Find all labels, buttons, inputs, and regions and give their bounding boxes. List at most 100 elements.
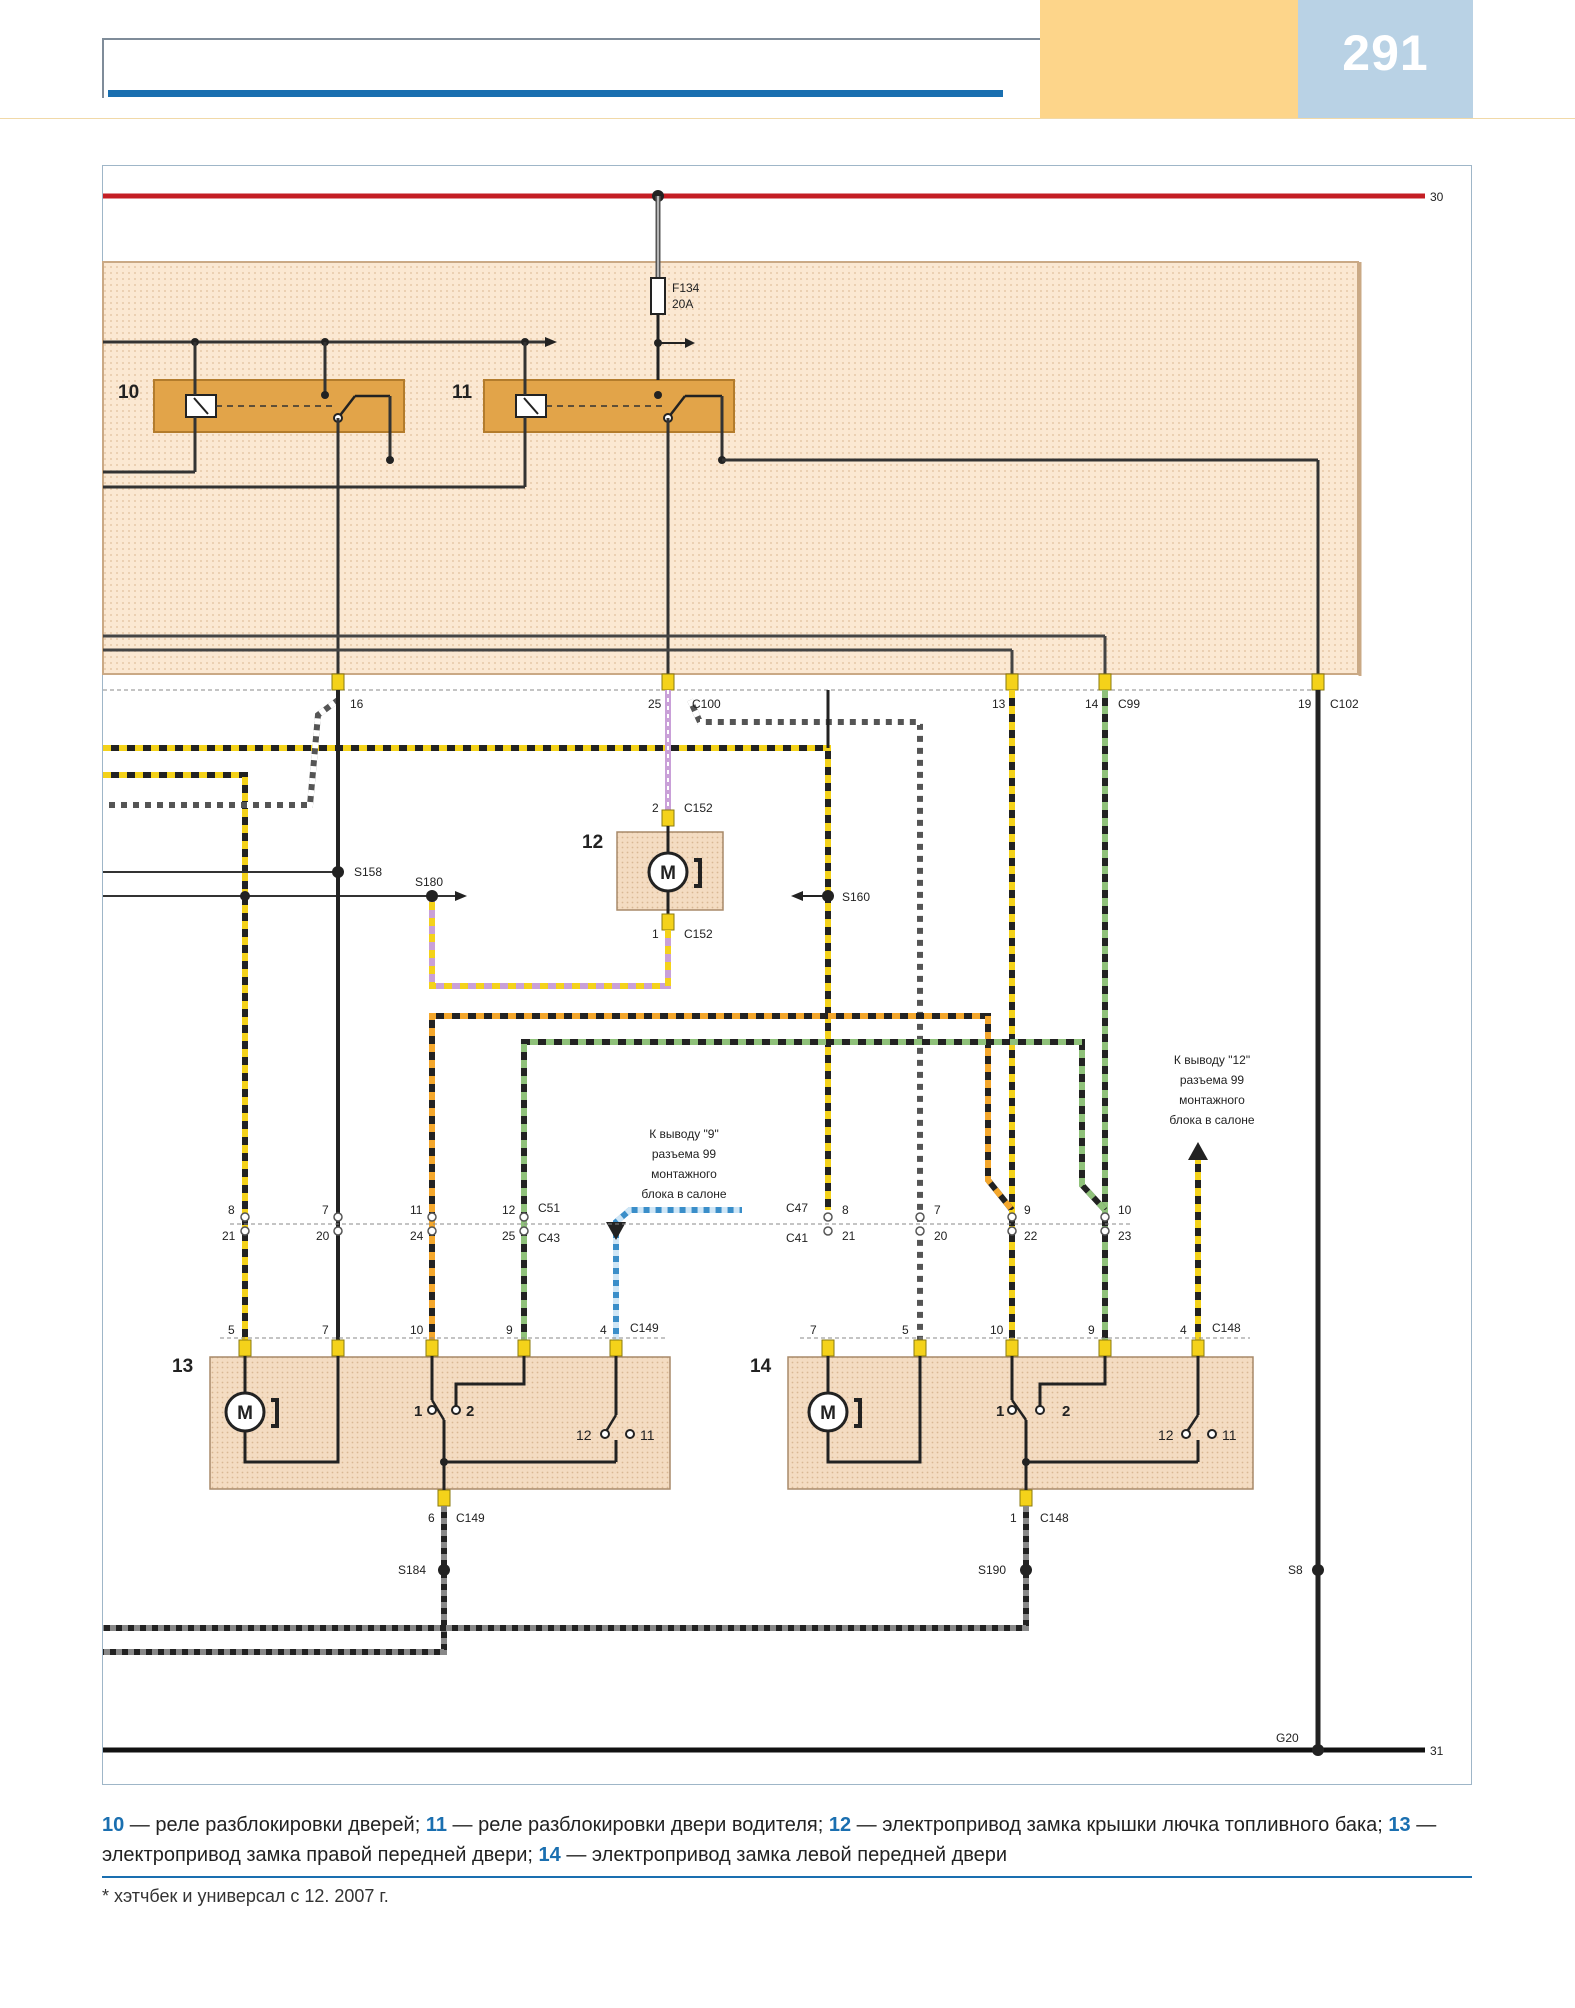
svg-text:19: 19 bbox=[1298, 697, 1312, 711]
connector-c51: C51 bbox=[538, 1201, 560, 1215]
svg-text:10: 10 bbox=[990, 1323, 1004, 1337]
splice-s184: S184 bbox=[398, 1563, 426, 1577]
svg-text:5: 5 bbox=[902, 1323, 909, 1337]
figure-caption: 10 — реле разблокировки дверей; 11 — рел… bbox=[102, 1814, 1437, 1866]
relay-11-label: 11 bbox=[452, 382, 473, 403]
svg-text:блока в салоне: блока в салоне bbox=[1169, 1113, 1254, 1127]
svg-text:блока в салоне: блока в салоне bbox=[641, 1187, 726, 1201]
svg-text:1: 1 bbox=[652, 927, 659, 941]
fuse-rating: 20A bbox=[672, 297, 693, 311]
header-rule-left bbox=[102, 38, 104, 98]
svg-text:11: 11 bbox=[640, 1427, 655, 1443]
svg-text:10: 10 bbox=[410, 1323, 424, 1337]
svg-text:12: 12 bbox=[1158, 1427, 1174, 1443]
connector-c148-top: C148 bbox=[1212, 1321, 1241, 1335]
svg-text:M: M bbox=[237, 1403, 253, 1424]
lock-13-label: 13 bbox=[172, 1356, 193, 1377]
svg-text:20: 20 bbox=[316, 1229, 330, 1243]
note-pin-9: К выводу "9" разъема 99 монтажного блока… bbox=[641, 1127, 726, 1201]
svg-text:9: 9 bbox=[1088, 1323, 1095, 1337]
caption-rule bbox=[102, 1876, 1472, 1878]
svg-text:4: 4 bbox=[600, 1323, 607, 1337]
svg-text:12: 12 bbox=[502, 1203, 516, 1217]
svg-text:4: 4 bbox=[1180, 1323, 1187, 1337]
note-pin-12: К выводу "12" разъема 99 монтажного блок… bbox=[1169, 1053, 1254, 1127]
connector-c43: C43 bbox=[538, 1231, 560, 1245]
svg-text:11: 11 bbox=[410, 1203, 423, 1217]
terminal-31-label: 31 bbox=[1430, 1744, 1444, 1758]
svg-text:2: 2 bbox=[652, 801, 659, 815]
svg-text:13: 13 bbox=[992, 697, 1006, 711]
connector-c99: C99 bbox=[1118, 697, 1140, 711]
page-number-box bbox=[1298, 0, 1473, 118]
svg-text:25: 25 bbox=[502, 1229, 516, 1243]
svg-text:1: 1 bbox=[414, 1403, 422, 1420]
svg-text:25: 25 bbox=[648, 697, 662, 711]
svg-text:К выводу "9": К выводу "9" bbox=[649, 1127, 719, 1141]
motor-12-label: 12 bbox=[582, 832, 603, 853]
connector-c47: C47 bbox=[786, 1201, 808, 1215]
svg-text:К выводу "12": К выводу "12" bbox=[1174, 1053, 1250, 1067]
svg-text:7: 7 bbox=[934, 1203, 941, 1217]
connector-c148-bottom: C148 bbox=[1040, 1511, 1069, 1525]
svg-text:20: 20 bbox=[934, 1229, 948, 1243]
svg-text:7: 7 bbox=[322, 1203, 329, 1217]
diagram-frame bbox=[102, 165, 1472, 1785]
svg-text:21: 21 bbox=[222, 1229, 236, 1243]
svg-text:2: 2 bbox=[1062, 1403, 1070, 1420]
lock-14-box bbox=[787, 1356, 1254, 1490]
svg-text:6: 6 bbox=[428, 1511, 435, 1525]
relay-10-label: 10 bbox=[118, 382, 139, 403]
svg-text:8: 8 bbox=[228, 1203, 235, 1217]
page-number: 291 bbox=[1342, 25, 1429, 81]
svg-text:1: 1 bbox=[1010, 1511, 1017, 1525]
svg-text:9: 9 bbox=[1024, 1203, 1031, 1217]
svg-text:разъема 99: разъема 99 bbox=[652, 1147, 717, 1161]
fuse-f134 bbox=[650, 277, 666, 315]
svg-text:12: 12 bbox=[576, 1427, 592, 1443]
footnote: * хэтчбек и универсал с 12. 2007 г. bbox=[102, 1886, 389, 1906]
header-blue-bar bbox=[108, 90, 1003, 97]
svg-text:9: 9 bbox=[506, 1323, 513, 1337]
connector-c152-bottom: C152 bbox=[684, 927, 713, 941]
svg-text:7: 7 bbox=[322, 1323, 329, 1337]
splice-s8: S8 bbox=[1288, 1563, 1303, 1577]
svg-text:23: 23 bbox=[1118, 1229, 1132, 1243]
svg-text:M: M bbox=[820, 1403, 836, 1424]
ground-g20: G20 bbox=[1276, 1731, 1299, 1745]
connector-c102: C102 bbox=[1330, 697, 1359, 711]
connector-c149-top: C149 bbox=[630, 1321, 659, 1335]
svg-text:24: 24 bbox=[410, 1229, 424, 1243]
header-underline bbox=[0, 118, 1575, 119]
svg-text:11: 11 bbox=[1222, 1427, 1237, 1443]
wiring-diagram: M bbox=[102, 190, 1444, 1758]
svg-text:монтажного: монтажного bbox=[651, 1167, 717, 1181]
lock-13-box bbox=[209, 1356, 671, 1490]
header-rule bbox=[102, 38, 1285, 40]
svg-text:1: 1 bbox=[996, 1403, 1004, 1420]
svg-text:22: 22 bbox=[1024, 1229, 1038, 1243]
svg-text:M: M bbox=[660, 863, 676, 884]
svg-text:7: 7 bbox=[810, 1323, 817, 1337]
splice-s180: S180 bbox=[415, 875, 443, 889]
header-orange-block bbox=[1040, 0, 1298, 118]
mounting-block bbox=[102, 261, 1359, 675]
connector-c152-top: C152 bbox=[684, 801, 713, 815]
svg-text:10: 10 bbox=[1118, 1203, 1132, 1217]
svg-text:14: 14 bbox=[1085, 697, 1099, 711]
fuse-name: F134 bbox=[672, 281, 700, 295]
terminal-30-label: 30 bbox=[1430, 190, 1444, 204]
svg-text:8: 8 bbox=[842, 1203, 849, 1217]
splice-s190: S190 bbox=[978, 1563, 1006, 1577]
splice-s158: S158 bbox=[354, 865, 382, 879]
svg-text:5: 5 bbox=[228, 1323, 235, 1337]
svg-text:2: 2 bbox=[466, 1403, 474, 1420]
svg-text:21: 21 bbox=[842, 1229, 856, 1243]
lock-14-label: 14 bbox=[750, 1356, 772, 1377]
splice-s160: S160 bbox=[842, 890, 870, 904]
svg-text:16: 16 bbox=[350, 697, 364, 711]
svg-text:разъема 99: разъема 99 bbox=[1180, 1073, 1245, 1087]
connector-c149-bottom: C149 bbox=[456, 1511, 485, 1525]
connector-c41: C41 bbox=[786, 1231, 808, 1245]
connector-c100: C100 bbox=[692, 697, 721, 711]
